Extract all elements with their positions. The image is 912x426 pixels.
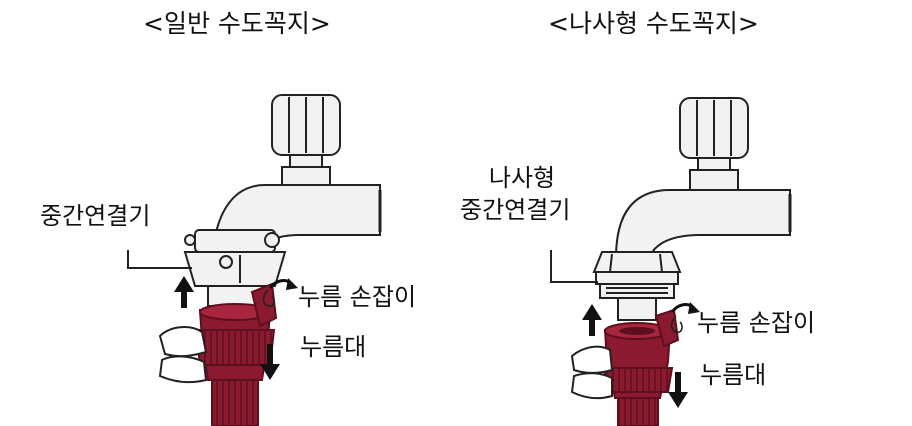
left-faucet-handle-icon — [271, 94, 341, 186]
left-title: <일반 수도꼭지> — [143, 9, 331, 38]
right-adapter-label-line1: 나사형 — [488, 164, 556, 192]
right-curved-arrow-icon — [670, 302, 700, 314]
left-hand — [158, 326, 208, 384]
right-adapter-label-line2: 중간연결기 — [460, 196, 571, 224]
right-faucet — [614, 97, 792, 259]
left-curved-arrow-icon — [268, 278, 298, 290]
left-adapter — [183, 229, 287, 307]
left-press-label: 누름대 — [300, 333, 367, 361]
right-down-arrow-icon — [668, 372, 688, 408]
right-faucet-handle-icon — [679, 97, 749, 191]
right-adapter-callout — [550, 250, 598, 283]
left-down-arrow-icon — [260, 344, 280, 380]
left-up-arrow-icon — [174, 276, 194, 308]
left-adapter-label: 중간연결기 — [40, 202, 151, 230]
left-hose-connector — [194, 282, 278, 426]
left-button-label: 누름 손잡이 — [298, 283, 417, 311]
left-adapter-callout — [127, 250, 192, 269]
right-hand — [570, 345, 614, 400]
right-title: <나사형 수도꼭지> — [548, 9, 759, 38]
right-hose-connector — [602, 308, 680, 426]
right-press-label: 누름대 — [700, 361, 767, 389]
right-adapter — [592, 251, 682, 321]
left-finger-icon — [262, 289, 275, 308]
right-finger-icon — [670, 315, 683, 334]
right-button-label: 누름 손잡이 — [697, 309, 816, 337]
right-up-arrow-icon — [582, 304, 602, 336]
